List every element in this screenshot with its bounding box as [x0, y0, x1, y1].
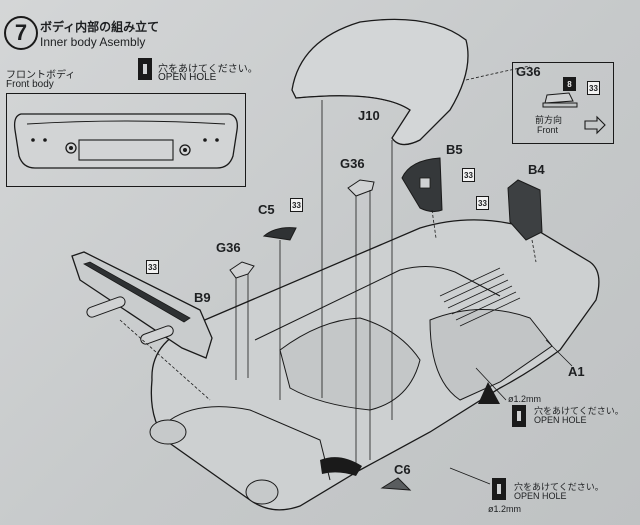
drill-icon [492, 478, 506, 500]
front-body-drawing [13, 113, 238, 169]
wing-b9 [71, 251, 213, 359]
open-hole-en-bottom: OPEN HOLE [514, 491, 567, 501]
paint-badge-b9: 33 [146, 260, 159, 274]
hole-diameter-bottom: ø1.2mm [488, 504, 522, 514]
part-c6-label: C6 [394, 462, 411, 477]
step-title-jp: ボディ内部の組み立て [40, 20, 160, 34]
part-b9-label: B9 [194, 290, 211, 305]
part-b5-label: B5 [446, 142, 463, 157]
front-body-inset [6, 93, 246, 187]
g36-detail-callout: 8 33 前方向 Front [512, 62, 614, 144]
part-a1-label: A1 [568, 364, 585, 379]
step-title-en: Inner body Asembly [40, 35, 146, 49]
paint-badge-c5: 33 [290, 198, 303, 212]
open-hole-jp-top: 穴をあけてください。 [158, 64, 258, 75]
paint-badge-b4: 33 [476, 196, 489, 210]
callout-badge-b: 33 [587, 81, 600, 95]
drill-icon [138, 58, 152, 80]
open-hole-en-mid: OPEN HOLE [534, 415, 587, 425]
drill-icon [512, 405, 526, 427]
vent-lines [439, 267, 521, 327]
part-c5-label: C5 [258, 202, 275, 217]
open-hole-jp-mid: 穴をあけてください。 [534, 406, 624, 416]
direction-jp: 前方向 [535, 115, 563, 125]
part-j10-label: J10 [358, 108, 380, 123]
part-g36-upper-label: G36 [340, 156, 365, 171]
part-g36-lower-label: G36 [216, 240, 241, 255]
open-hole-jp-bottom: 穴をあけてください。 [514, 482, 604, 492]
canopy-j10 [291, 18, 469, 146]
inset-label-en: Front body [6, 79, 54, 90]
inset-label-jp: フロントボディ [6, 70, 76, 81]
callout-badge-a: 8 [563, 77, 576, 91]
direction-en: Front [537, 125, 559, 135]
step-number: 7 [4, 16, 38, 50]
hole-diameter-mid: ø1.2mm [508, 394, 542, 404]
open-hole-en-top: OPEN HOLE [158, 72, 217, 83]
paint-badge-b5: 33 [462, 168, 475, 182]
part-b4-label: B4 [528, 162, 545, 177]
g36-detail-drawing [542, 92, 606, 135]
